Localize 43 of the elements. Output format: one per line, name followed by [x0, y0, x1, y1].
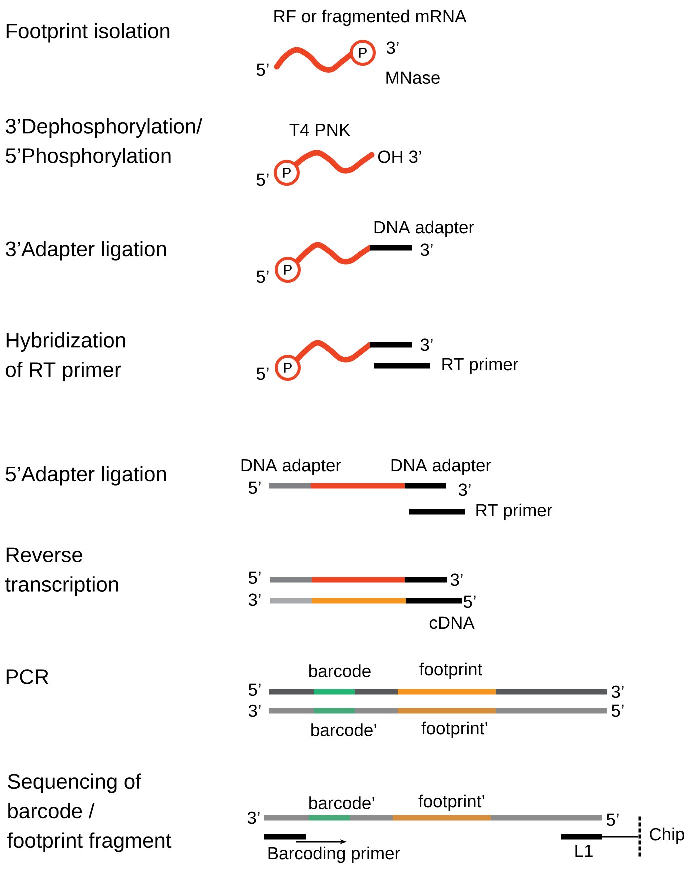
step-label: Sequencing of barcode / footprint fragment: [8, 774, 172, 852]
strand-label: Barcoding primer: [268, 846, 400, 864]
step-label: Reverse transcription: [6, 548, 118, 596]
segment-label: footprint’: [422, 722, 488, 738]
segment-label: barcode: [310, 664, 371, 678]
end-label: 3’: [248, 704, 261, 718]
step-label: PCR: [6, 670, 49, 684]
step-label: Footprint isolation: [6, 23, 170, 43]
enzyme-label: T4 PNK: [290, 124, 350, 136]
step-label: 3’Dephosphorylation/ 5’Phosphorylation: [6, 118, 202, 168]
end-label: 3’: [420, 338, 433, 352]
strand-label: DNA adapter: [242, 458, 342, 476]
strand-label: cDNA: [430, 616, 475, 630]
end-label: 3’: [248, 594, 261, 606]
end-label: 5’: [606, 814, 619, 826]
step-label: Hybridization of RT primer: [6, 332, 126, 382]
strand-label: DNA adapter: [392, 458, 492, 476]
end-label: 5’: [464, 596, 476, 608]
strand-label: RF or fragmented mRNA: [274, 10, 467, 26]
chip-label: Chip: [650, 828, 684, 844]
enzyme-label: MNase: [386, 72, 440, 84]
end-label: 3’: [450, 574, 463, 586]
segment-label: barcode’: [310, 796, 374, 810]
strand-label: RT primer: [442, 358, 518, 374]
end-label: 3’: [248, 812, 260, 824]
end-label: 5’: [612, 704, 624, 718]
segment-label: footprint’: [418, 794, 484, 812]
strand-label: DNA adapter: [374, 220, 474, 238]
segment-label: barcode’: [312, 724, 376, 736]
end-label: 3’: [420, 244, 433, 256]
end-label: 5’: [248, 572, 261, 584]
strand-label: RT primer: [476, 504, 552, 520]
end-label: 3’: [458, 484, 471, 496]
end-label: 5’: [256, 64, 269, 76]
step-label: 3’Adapter ligation: [6, 241, 166, 261]
end-label: 5’: [248, 482, 261, 494]
step-label: 5’Adapter ligation: [6, 466, 166, 486]
end-label: OH 3’: [378, 150, 422, 164]
segment-label: footprint: [420, 662, 482, 680]
end-label: 3’: [612, 686, 624, 698]
tether-line: [602, 836, 639, 838]
end-label: 5’: [248, 684, 261, 696]
primer-label: L1: [576, 844, 593, 858]
